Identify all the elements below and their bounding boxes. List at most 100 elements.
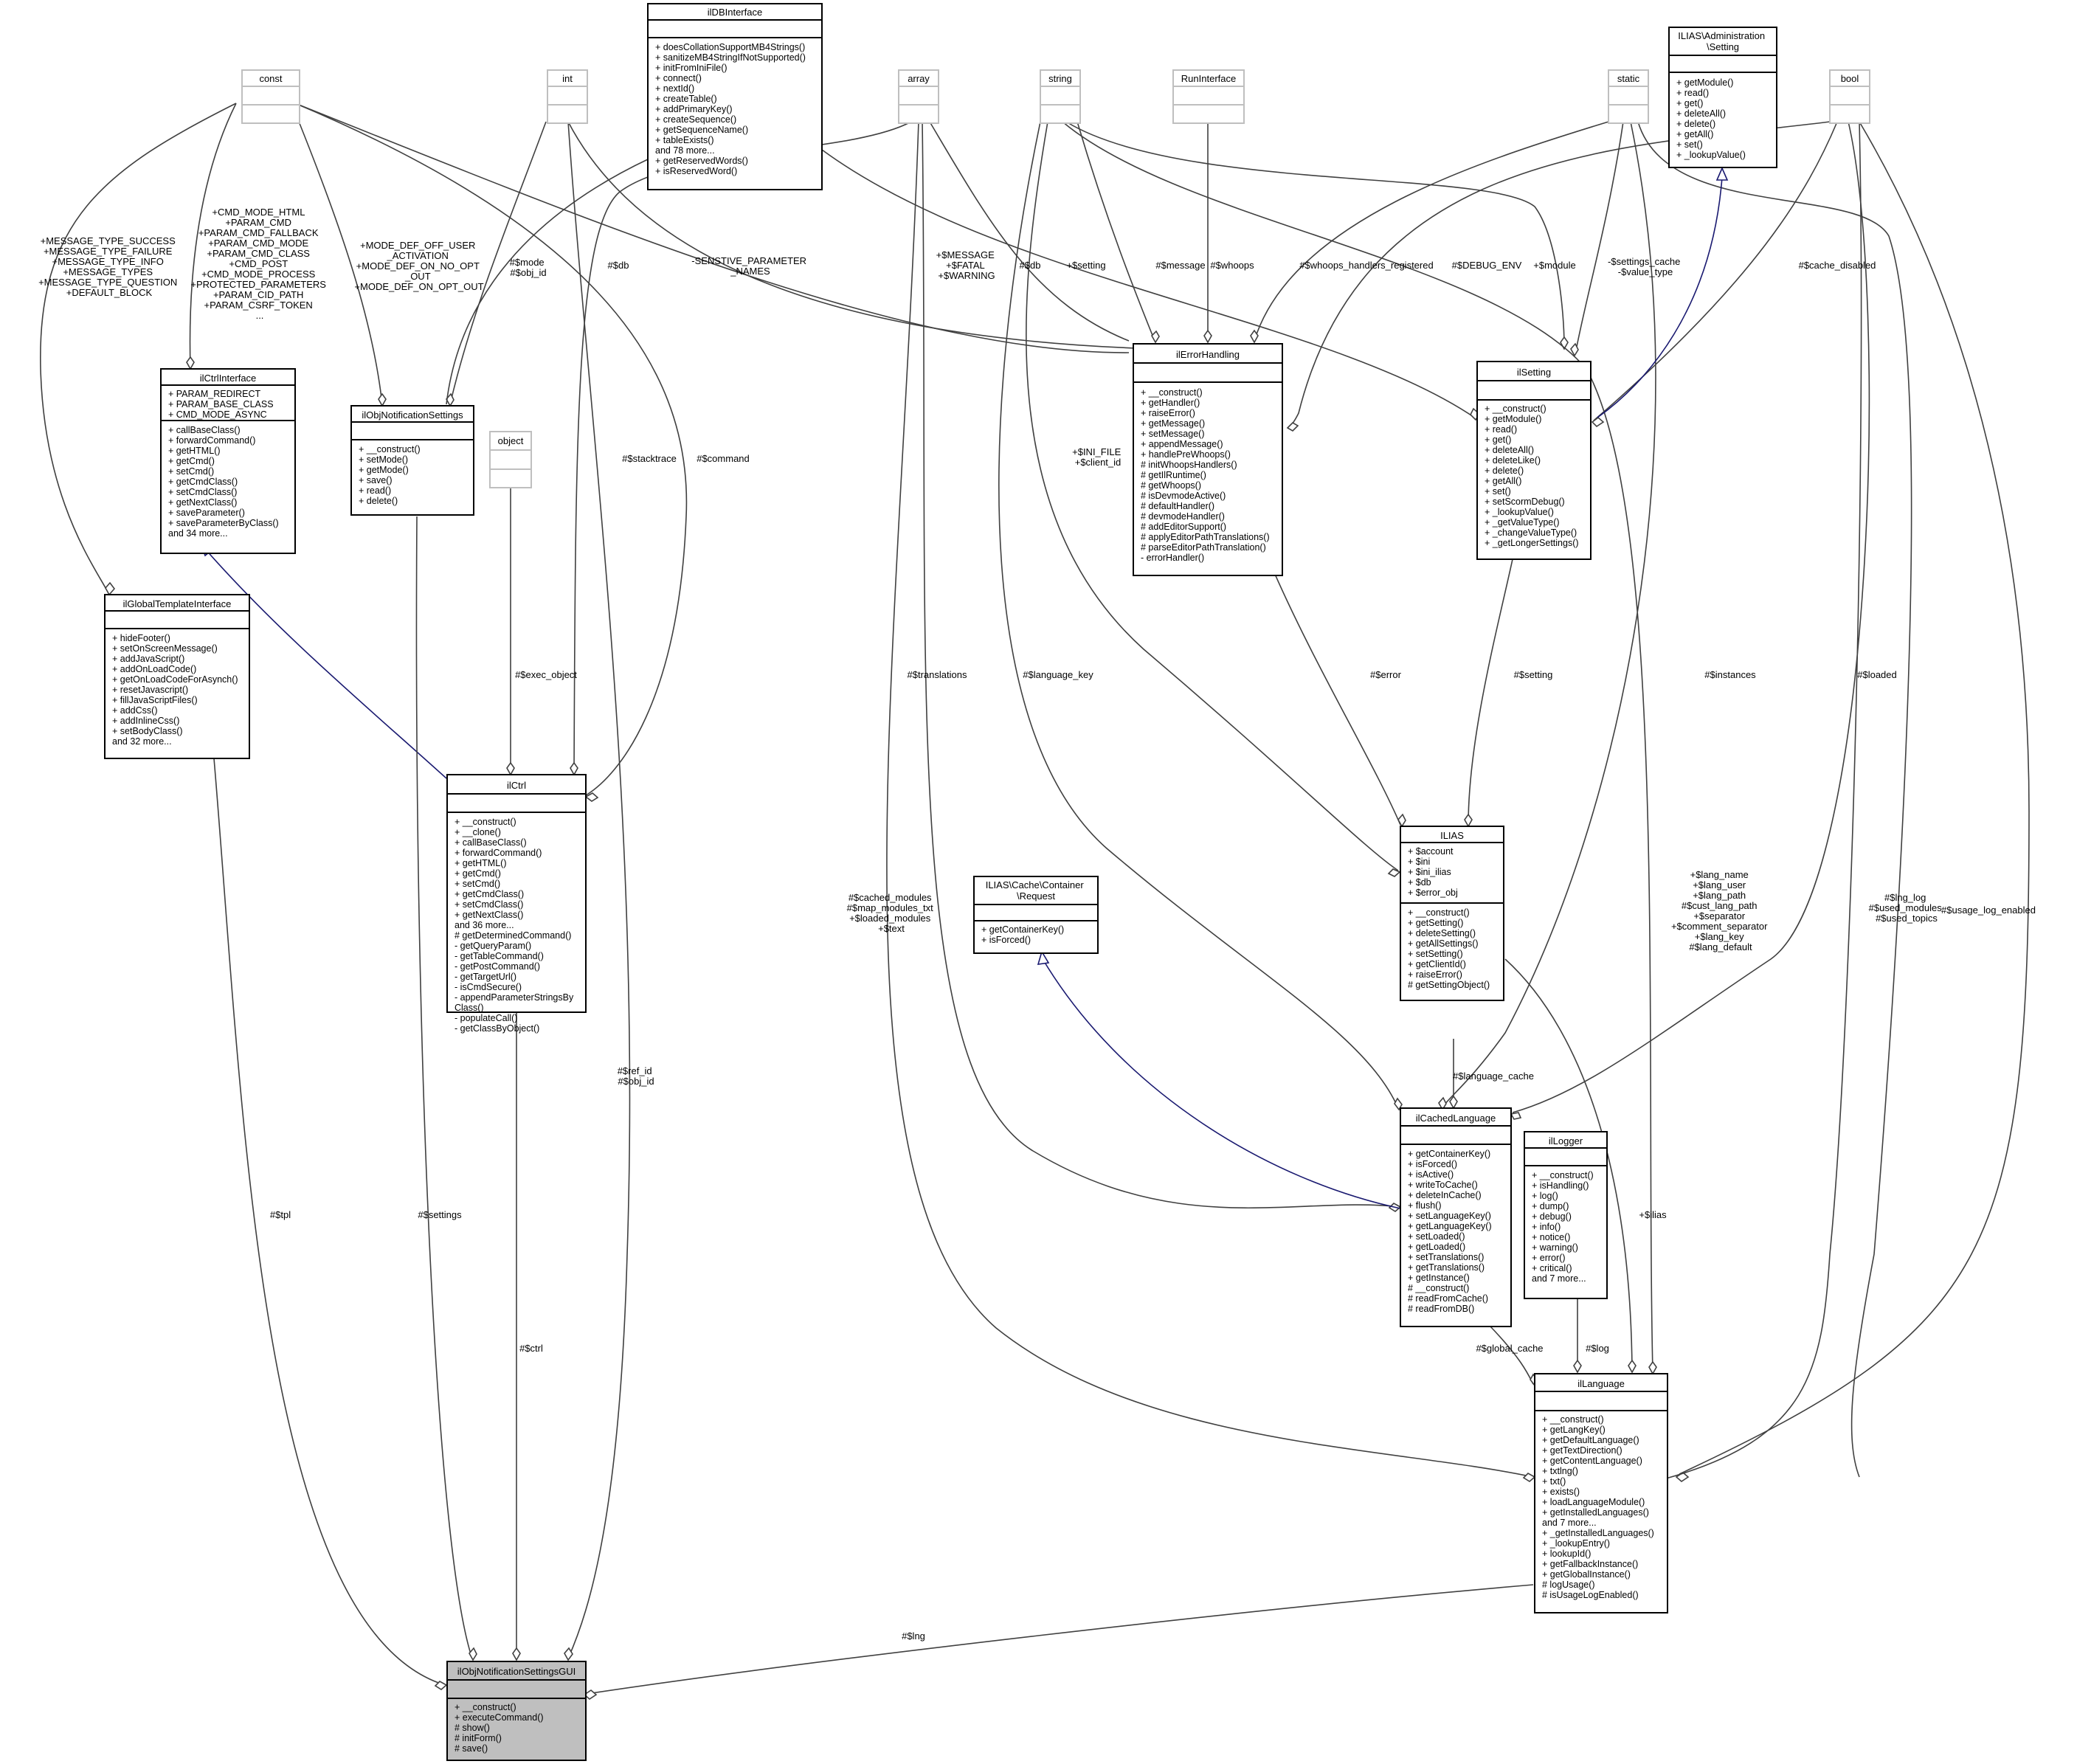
edge-diamond (1648, 1360, 1657, 1375)
edge-diamond (1628, 1359, 1637, 1374)
class-ilLogger[interactable]: ilLogger + __construct() + isHandling() … (1524, 1131, 1608, 1299)
class-members: + getContainerKey() + isForced() + isAct… (1408, 1149, 1494, 1314)
edge-label-err-msg: +$MESSAGE +$FATAL +$WARNING (936, 249, 998, 281)
edge-diamond (1250, 329, 1259, 344)
edge-diamond (512, 1647, 521, 1661)
edge-db-notif (446, 158, 650, 405)
edge-label-whoops-reg: #$whoops_handlers_registered (1299, 260, 1433, 271)
edge-diamond (1286, 422, 1299, 432)
edge-label-const-notif: +MODE_DEF_OFF_USER _ACTIVATION +MODE_DEF… (354, 240, 483, 292)
edge-diamond (506, 761, 515, 776)
edge-diamond (570, 761, 578, 776)
class-bool[interactable]: bool (1829, 69, 1870, 124)
edge-diamond (1387, 868, 1401, 877)
class-ilCachedLanguage[interactable]: ilCachedLanguage + getContainerKey() + i… (1400, 1107, 1512, 1327)
edge-label-ctrl: #$ctrl (519, 1343, 543, 1354)
edge-label-const-ctrlinterface: +CMD_MODE_HTML +PARAM_CMD +PARAM_CMD_FAL… (190, 207, 328, 321)
edge-string-cached (998, 121, 1399, 1109)
edge-label-loaded: #$loaded (1857, 669, 1897, 680)
edge-label-stacktrace: #$stacktrace (622, 453, 677, 464)
edge-array-ctrl (573, 121, 912, 774)
edge-array-errorhandling (929, 121, 1130, 342)
edge-label-language-cache: #$language_cache (1453, 1070, 1534, 1082)
edge-setting-ilias (1468, 558, 1513, 826)
class-name: object (498, 435, 524, 446)
class-int[interactable]: int (547, 69, 588, 124)
edge-diamond (1570, 342, 1579, 357)
edge-label-log: #$log (1586, 1343, 1609, 1354)
class-ilSetting[interactable]: ilSetting + __construct() + getModule() … (1476, 361, 1592, 560)
class-object[interactable]: object (489, 431, 532, 488)
class-members: + getModule() + read() + get() + deleteA… (1676, 77, 1746, 160)
edge-string-ilias (1026, 121, 1399, 871)
class-admin-setting[interactable]: ILIAS\Administration \Setting + getModul… (1668, 27, 1777, 168)
edge-diamond (1464, 813, 1473, 828)
edge-label-ilias: +$ilias (1639, 1209, 1667, 1220)
edge-label-db-notif: #$db (608, 260, 629, 271)
edge-label-sensitive: -SENSTIVE_PARAMETER _NAMES (691, 255, 809, 277)
class-array[interactable]: array (898, 69, 939, 124)
edge-const-notif (291, 103, 383, 405)
edge-label-setting-string: +$setting (1066, 260, 1105, 271)
class-ilLanguage[interactable]: ilLanguage + __construct() + getLangKey(… (1534, 1373, 1668, 1613)
class-name: ilErrorHandling (1176, 349, 1240, 360)
edge-label-exec-object: #$exec_object (515, 669, 577, 680)
edge-diamond (584, 792, 599, 802)
inheritance-arrow (1715, 167, 1729, 181)
edge-diamond (1573, 1359, 1582, 1374)
edge-label-usage-log: #$usage_log_enabled (1941, 905, 2036, 916)
edge-diamond (1560, 336, 1569, 350)
class-ilDBInterface[interactable]: ilDBInterface + doesCollationSupportMB4S… (647, 3, 823, 190)
class-static[interactable]: static (1608, 69, 1649, 124)
class-ilObjNotificationSettingsGUI[interactable]: ilObjNotificationSettingsGUI + __constru… (446, 1661, 587, 1761)
class-name: const (259, 73, 282, 84)
edge-const-ctrlinterface (189, 103, 237, 368)
edge-diamond (1151, 330, 1160, 344)
class-members: + callBaseClass() + forwardCommand() + g… (168, 425, 281, 539)
class-name: ilDBInterface (708, 7, 762, 18)
edge-diamond (1522, 1473, 1536, 1482)
class-ilErrorHandling[interactable]: ilErrorHandling + __construct() + getHan… (1133, 343, 1283, 576)
edge-global-gui (213, 758, 443, 1685)
edge-diamond (105, 581, 116, 596)
class-name: RunInterface (1181, 73, 1236, 84)
class-ilCtrlInterface[interactable]: ilCtrlInterface + PARAM_REDIRECT + PARAM… (160, 368, 296, 554)
edge-bool-cached (1512, 121, 1870, 1113)
edge-int-gui (567, 121, 631, 1659)
class-name: ilCtrlInterface (200, 373, 257, 384)
class-name: ILIAS\Administration \Setting (1678, 30, 1767, 52)
class-members: + __construct() + executeCommand() # sho… (455, 1702, 546, 1754)
class-string[interactable]: string (1040, 69, 1081, 124)
edge-label-module: +$module (1533, 260, 1575, 271)
class-RunInterface[interactable]: RunInterface (1172, 69, 1245, 124)
class-members: + hideFooter() + setOnScreenMessage() + … (112, 633, 241, 747)
class-ILIAS[interactable]: ILIAS + $account + $ini + $ini_ilias + $… (1400, 826, 1504, 1001)
edge-string-errorhandling-msg (1076, 121, 1155, 342)
edge-label-int-notif: #$mode #$obj_id (510, 257, 547, 278)
class-attributes: + PARAM_REDIRECT + PARAM_BASE_CLASS + CM… (168, 389, 276, 420)
edge-string-language (1062, 121, 1653, 1373)
edge-diamond (1449, 1095, 1458, 1110)
class-members: + __construct() + __clone() + callBaseCl… (455, 817, 576, 1034)
edge-label-language-key: #$language_key (1023, 669, 1093, 680)
edge-diamond (378, 392, 387, 407)
class-ilObjNotificationSettings[interactable]: ilObjNotificationSettings + __construct(… (350, 405, 474, 516)
edge-label-lang-name: +$lang_name +$lang_user +$lang_path #$cu… (1671, 869, 1770, 952)
class-ilCtrl[interactable]: ilCtrl + __construct() + __clone() + cal… (446, 774, 587, 1034)
class-ilGlobalTemplateInterface[interactable]: ilGlobalTemplateInterface + hideFooter()… (104, 594, 250, 759)
class-name: int (562, 73, 573, 84)
edge-static-errorhandling (1254, 121, 1609, 342)
edge-notif-gui (415, 516, 473, 1659)
class-cache-request[interactable]: ILIAS\Cache\Container \Request + getCont… (973, 876, 1099, 954)
edge-diamond (1394, 1097, 1403, 1111)
edge-int-notif (449, 121, 547, 405)
class-const[interactable]: const (241, 69, 300, 124)
class-members: + __construct() + getSetting() + deleteS… (1408, 907, 1490, 990)
edge-label-lng-log: #$lng_log #$used_modules #$used_topics (1869, 892, 1945, 924)
edge-label-ini-file: +$INI_FILE +$client_id (1072, 446, 1124, 468)
edge-setting-inherits-adminsetting (1597, 176, 1723, 418)
edge-errorhandling-ilias (1268, 560, 1401, 826)
edge-label-debug-env: #$DEBUG_ENV (1452, 260, 1522, 271)
class-name: ilGlobalTemplateInterface (123, 598, 232, 609)
edge-label-settings: #$settings (418, 1209, 462, 1220)
